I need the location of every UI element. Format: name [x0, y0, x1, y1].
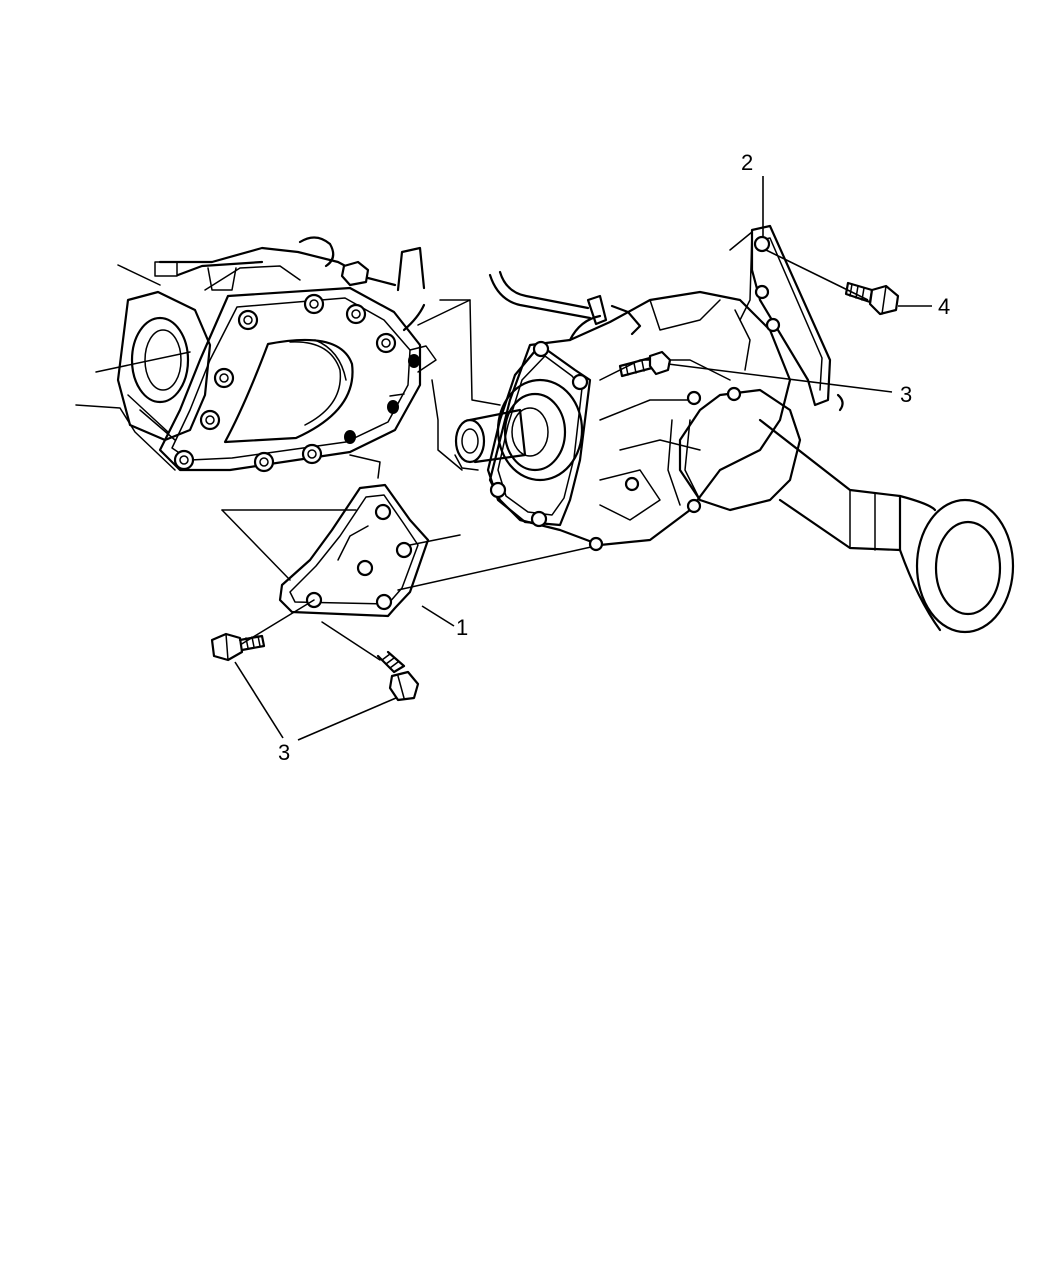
- cover-bolts: [173, 293, 397, 473]
- callout-4: 4: [938, 294, 950, 319]
- callout-3-lower: 3: [278, 740, 290, 765]
- transfer-case: [454, 224, 1015, 634]
- callout-1: 1: [456, 615, 468, 640]
- callout-2: 2: [741, 150, 753, 175]
- callout-3-upper: 3: [900, 382, 912, 407]
- bracket-bolt-right: [376, 650, 420, 702]
- differential-housing: [75, 236, 437, 473]
- mounting-bracket-part-1: [278, 483, 430, 618]
- leader-lines: [234, 176, 932, 741]
- projection-lines: [221, 299, 601, 661]
- bracket-bolt-left: [210, 632, 266, 662]
- bolt-part-4: [844, 281, 900, 316]
- bolt-part-3-upper: [618, 350, 672, 378]
